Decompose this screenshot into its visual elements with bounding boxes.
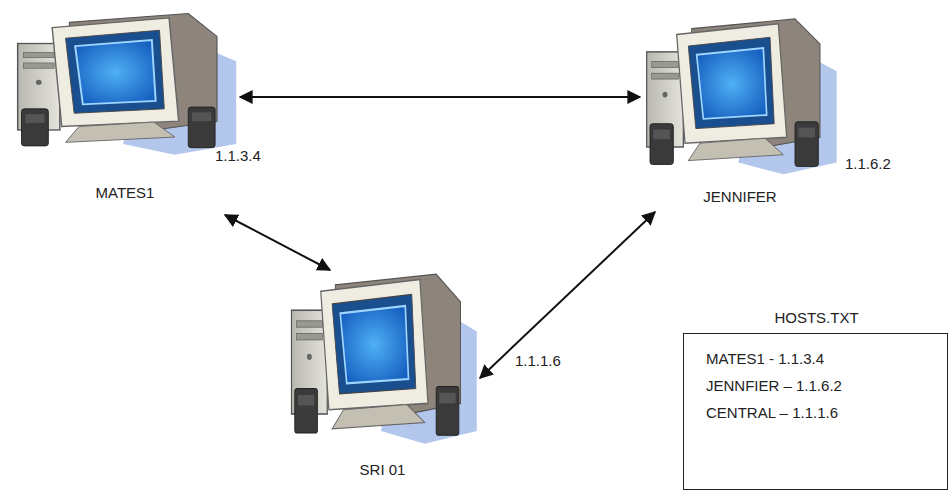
computer-node: SRI 011.1.1.6 bbox=[285, 270, 480, 485]
computer-node: JENNIFER1.1.6.2 bbox=[640, 15, 840, 212]
double-arrow bbox=[240, 96, 640, 98]
host-name: JENNIFER bbox=[703, 188, 776, 206]
hosts-entry: JENNFIER – 1.1.6.2 bbox=[706, 377, 842, 395]
file-title: HOSTS.TXT bbox=[774, 309, 858, 327]
host-name: MATES1 bbox=[96, 184, 155, 202]
computer-icon bbox=[10, 10, 240, 160]
computer-icon bbox=[640, 15, 840, 180]
computer-node: MATES11.1.3.4 bbox=[10, 10, 240, 215]
computer-icon bbox=[285, 270, 480, 450]
hosts-file-box: HOSTS.TXTMATES1 - 1.1.3.4JENNFIER – 1.1.… bbox=[683, 333, 948, 490]
ip-address: 1.1.1.6 bbox=[515, 352, 561, 370]
double-arrow bbox=[480, 212, 655, 378]
ip-address: 1.1.6.2 bbox=[845, 155, 891, 173]
host-name: SRI 01 bbox=[360, 461, 406, 479]
hosts-entry: CENTRAL – 1.1.1.6 bbox=[706, 404, 838, 422]
double-arrow bbox=[225, 215, 330, 270]
hosts-entry: MATES1 - 1.1.3.4 bbox=[706, 350, 824, 368]
ip-address: 1.1.3.4 bbox=[215, 147, 261, 165]
